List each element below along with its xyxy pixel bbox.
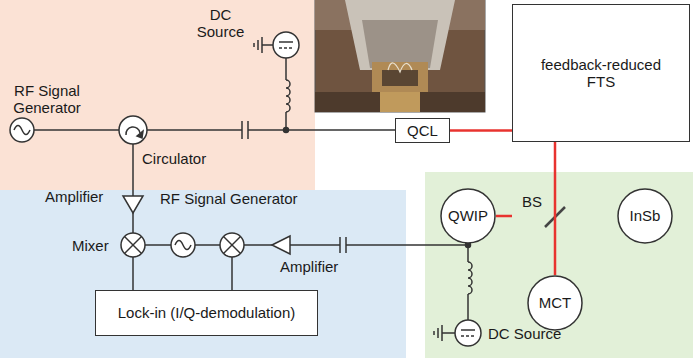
rf-circuit-part	[14, 126, 30, 135]
laser-beam	[450, 129, 512, 132]
qcl-photo-part	[315, 0, 485, 112]
rf-circuit-part	[262, 44, 273, 46]
lockin-box: Lock-in (I/Q-demodulation)	[95, 290, 318, 336]
demod-region	[0, 190, 406, 358]
component-label: DC Source	[193, 6, 248, 41]
component-label: Circulator	[142, 150, 206, 167]
demod-circuit-part	[441, 325, 443, 341]
rf-circuit-part	[253, 43, 255, 47]
laser-box: QCL	[395, 118, 450, 143]
qcl-photo-part	[372, 62, 428, 92]
component-label: RF Signal Generator	[2, 82, 92, 117]
demod-circuit-part	[290, 244, 340, 246]
circle-shape	[441, 189, 495, 243]
qcl-photo-part	[345, 0, 455, 70]
rf-circuit-part	[279, 41, 293, 43]
component-label: Mixer	[72, 237, 109, 254]
detector-circle: QWIP	[440, 188, 496, 244]
qcl-photo	[315, 0, 485, 112]
node-text: InSb	[630, 207, 661, 224]
node-text: Lock-in (I/Q-demodulation)	[118, 304, 296, 321]
demod-circuit-part	[132, 257, 134, 290]
node-text: QWIP	[448, 207, 488, 224]
rf-circuit-part	[137, 131, 143, 138]
rf-circuit-part	[261, 37, 263, 53]
rf-circuit-part	[279, 47, 293, 49]
detector-circle: MCT	[527, 275, 583, 331]
circle-shape	[618, 189, 672, 243]
detector-region	[425, 172, 693, 358]
node-text: QCL	[407, 122, 438, 139]
rf-circuit-part	[147, 129, 242, 131]
demod-circuit-part	[132, 213, 134, 233]
demod-circuit-part	[132, 144, 134, 196]
demod-circuit-part	[220, 233, 244, 257]
demod-circuit-part	[339, 237, 341, 253]
qcl-photo-part	[388, 63, 412, 72]
demod-circuit-part	[467, 244, 469, 262]
rf-circuit-part	[119, 116, 147, 144]
demod-circuit-part	[145, 244, 171, 246]
rf-circuit-part	[273, 32, 299, 58]
rf-circuit-part	[34, 129, 119, 131]
demod-circuit-part	[433, 331, 435, 335]
rf-circuit-part	[248, 129, 395, 131]
node-text: feedback-reduced FTS	[536, 56, 666, 91]
demod-circuit-part	[468, 262, 472, 294]
component-label: Amplifier	[280, 258, 338, 275]
component-label: RF Signal Generator	[160, 190, 298, 207]
demod-circuit-part	[455, 320, 481, 346]
demod-circuit-part	[125, 237, 142, 254]
demod-circuit-part	[461, 335, 475, 337]
rf-circuit-part	[286, 80, 290, 112]
demod-circuit-part	[175, 241, 191, 250]
rf-circuit-part	[285, 58, 287, 80]
demod-circuit-part	[231, 257, 233, 290]
demod-circuit-part	[272, 236, 290, 254]
demod-circuit-part	[224, 237, 241, 254]
demod-circuit-part	[442, 332, 455, 334]
demod-circuit-part	[171, 233, 195, 257]
demod-circuit-part	[437, 328, 439, 338]
demod-circuit-part	[461, 329, 475, 331]
qcl-photo-part	[315, 92, 485, 112]
demod-circuit-part	[125, 237, 142, 254]
demod-circuit-part	[224, 237, 241, 254]
demod-circuit-part	[346, 244, 468, 246]
component-label: Amplifier	[45, 188, 103, 205]
rf-circuit-part	[126, 127, 140, 135]
instrument-box: feedback-reduced FTS	[512, 4, 690, 142]
rf-circuit-part	[285, 112, 287, 130]
laser-beam	[496, 215, 512, 218]
demod-circuit-part	[195, 244, 220, 246]
demod-circuit-part	[467, 294, 469, 320]
rf-region	[0, 0, 315, 190]
circle-shape	[528, 276, 582, 330]
component-label: DC Source	[488, 325, 561, 342]
demod-circuit-part	[121, 233, 145, 257]
component-label: BS	[522, 193, 542, 210]
rf-circuit-part	[257, 40, 259, 50]
demod-circuit-part	[244, 244, 272, 246]
detector-circle: InSb	[617, 188, 673, 244]
laser-beam	[554, 142, 557, 275]
rf-circuit-part	[10, 118, 34, 142]
node-text: MCT	[539, 294, 572, 311]
rf-circuit-part	[241, 121, 243, 139]
qcl-photo-part	[362, 20, 438, 68]
demod-circuit-part	[123, 196, 143, 213]
qcl-photo-part	[380, 92, 420, 112]
